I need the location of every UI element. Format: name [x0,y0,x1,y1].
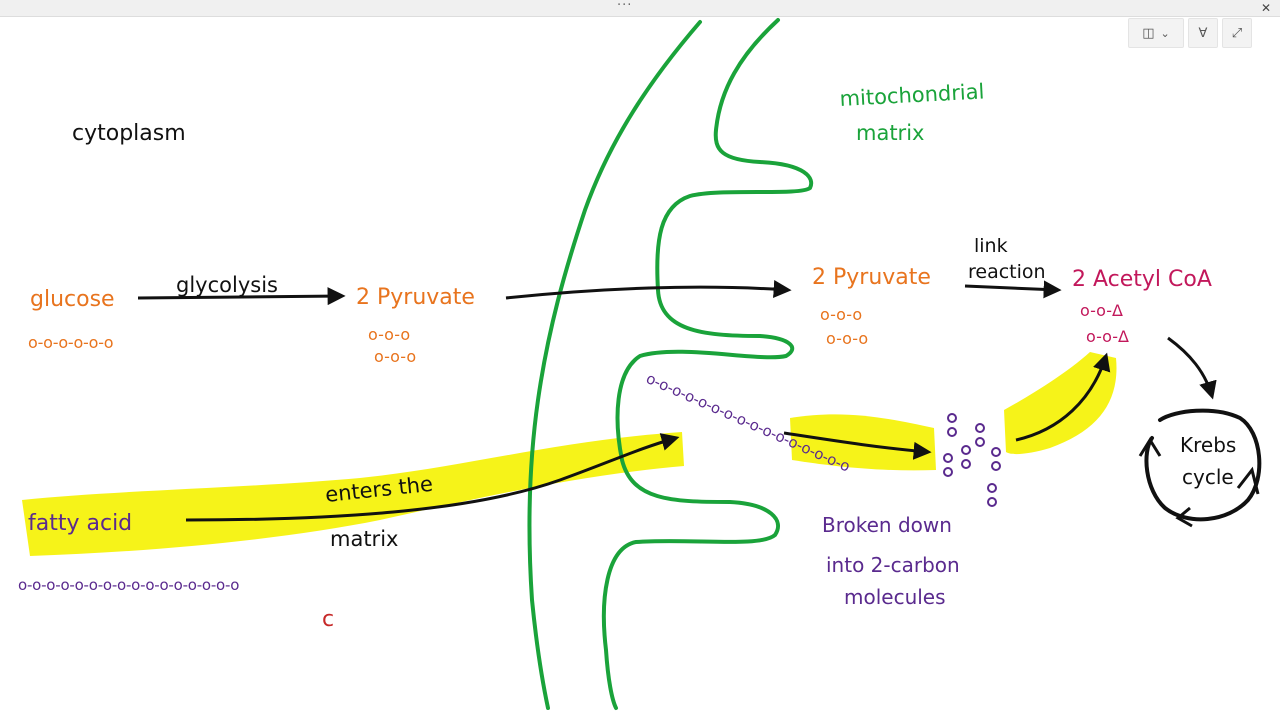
molecule-atom [947,413,957,423]
cytoplasm-label: cytoplasm [72,121,186,146]
title-bar[interactable]: ··· ✕ [0,0,1280,17]
krebs-circle [1144,408,1262,522]
to-krebs-arrow [1167,336,1217,400]
krebs-cycle: Krebs cycle [1138,408,1262,528]
molecule-atom [975,423,985,433]
matrix-label-line2: matrix [856,121,924,145]
molecule-atom [943,467,953,477]
link-reaction-line1: link [974,235,1008,257]
outer-membrane [527,20,702,710]
broken-down-line3: molecules [844,585,946,609]
pyruvate-left-chain-2: o-o-o [374,347,416,366]
transport-arrow [505,280,792,300]
highlight-fatty-acid [22,432,684,556]
close-button[interactable]: ✕ [1260,1,1272,15]
krebs-arrowhead-right [1236,466,1260,495]
molecule-atom [975,437,985,447]
pyruvate-right-chain-1: o-o-o [820,305,862,324]
pyruvate-left-chain-1: o-o-o [368,325,410,344]
stray-mark: c [322,607,334,632]
molecule-atom [947,427,957,437]
inner-membrane [601,18,814,710]
matrix-label-line1: mitochondrial [839,79,985,111]
chevron-down-icon: ⌄ [1160,26,1170,40]
layout-icon: ◫ [1142,25,1155,41]
molecule-atom [961,445,971,455]
fatty-acid-label: fatty acid [28,511,132,536]
pyruvate-right-label: 2 Pyruvate [812,265,931,290]
pyruvate-left-label: 2 Pyruvate [356,285,475,310]
layout-button[interactable]: ◫ ⌄ [1128,18,1184,48]
expand-button[interactable]: ⤢ [1222,18,1252,48]
molecule-atom [991,447,1001,457]
toolbar: ◫ ⌄ ∀ ⤢ [1128,18,1252,48]
molecule-atom [987,497,997,507]
expand-icon: ⤢ [1231,25,1243,41]
highlight-group [22,352,1117,556]
pyruvate-right-chain-2: o-o-o [826,329,868,348]
highlight-to-acetyl [1004,352,1117,455]
krebs-arrowhead-bottom [1175,506,1193,528]
breakdown-arrow [783,431,932,460]
enters-matrix-line2: matrix [330,527,398,551]
molecule-atom [943,453,953,463]
highlight-breakdown [790,414,936,471]
drawing-canvas[interactable]: Krebs cycle o-o-o-o-o-o-o-o-o-o-o-o-o-o-… [0,17,1280,720]
krebs-label-line2: cycle [1182,465,1234,489]
krebs-arrowhead-left [1138,437,1162,457]
membrane-group [527,18,814,710]
molecule-atom [991,461,1001,471]
molecule-atom [961,459,971,469]
broken-down-line2: into 2-carbon [826,553,960,577]
two-carbon-molecules [943,413,1001,507]
pen-button[interactable]: ∀ [1188,18,1218,48]
broken-down-line1: Broken down [822,513,952,537]
acetyl-coa-chain-2: o-o-Δ [1086,327,1129,346]
pen-icon: ∀ [1198,25,1208,41]
glycolysis-arrow [137,287,346,306]
arrow-group [137,280,1217,522]
label-group: cytoplasm mitochondrial matrix glucose o… [18,79,1212,632]
glycolysis-label: glycolysis [176,273,278,297]
acetyl-coa-chain-1: o-o-Δ [1080,301,1123,320]
krebs-label-line1: Krebs [1180,433,1236,457]
molecule-atom [987,483,997,493]
fatty-acid-arrow [185,433,680,522]
acetyl-coa-label: 2 Acetyl CoA [1072,267,1212,292]
link-reaction-line2: reaction [968,261,1046,283]
glucose-chain: o-o-o-o-o-o [28,333,113,352]
glucose-label: glucose [30,287,115,312]
fatty-acid-chain: o-o-o-o-o-o-o-o-o-o-o-o-o-o-o-o [18,576,239,594]
drag-handle[interactable]: ··· [617,0,633,13]
link-arrow [964,280,1062,299]
to-acetyl-arrow [1015,352,1111,442]
